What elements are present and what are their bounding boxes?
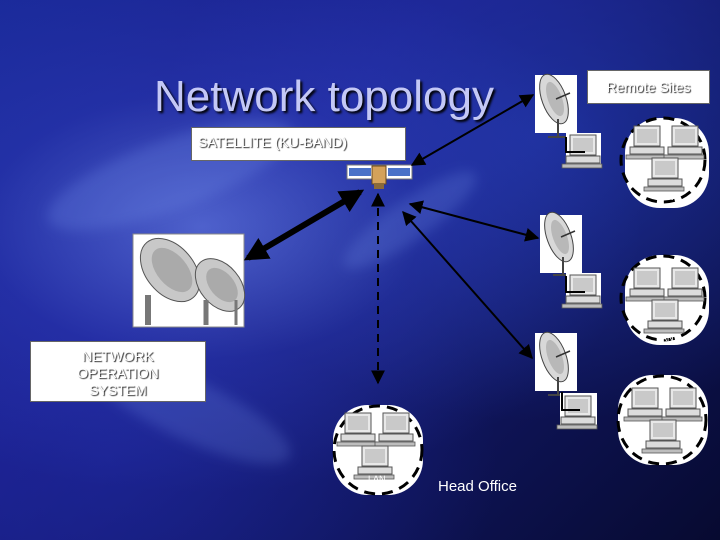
- network-operation-system-box: NETWORK OPERATION SYSTEM: [30, 341, 206, 402]
- lan-label: LAN: [656, 192, 674, 202]
- head-office-lan: [332, 404, 424, 496]
- lan-label: LAN: [654, 452, 672, 462]
- link-nos: [243, 189, 365, 261]
- link-site2: [408, 200, 540, 242]
- nos-line-1: NETWORK: [82, 348, 154, 364]
- satellite-icon: [346, 164, 413, 189]
- remote-site-1-lan: [561, 116, 709, 208]
- satellite-label: SATELLITE (KU-BAND): [198, 134, 348, 150]
- lan-label: LAN: [656, 333, 674, 343]
- lan-label: LAN: [368, 474, 386, 484]
- remote-sites-label-box: Remote Sites: [587, 70, 710, 104]
- large-dish-antenna-icon: [132, 233, 246, 328]
- link-site1: [410, 94, 535, 166]
- nos-line-3: SYSTEM: [89, 382, 147, 398]
- link-site3: [402, 210, 533, 360]
- nos-line-2: OPERATION: [77, 365, 159, 381]
- satellite-label-box: SATELLITE (KU-BAND): [191, 127, 406, 161]
- head-office-label: Head Office: [438, 478, 517, 495]
- remote-site-3-lan: [556, 374, 708, 466]
- satellite-dish-icon: [532, 69, 582, 396]
- page-title: Network topology: [154, 72, 494, 121]
- remote-sites-label: Remote Sites: [606, 79, 691, 95]
- remote-site-2-lan: [561, 254, 709, 345]
